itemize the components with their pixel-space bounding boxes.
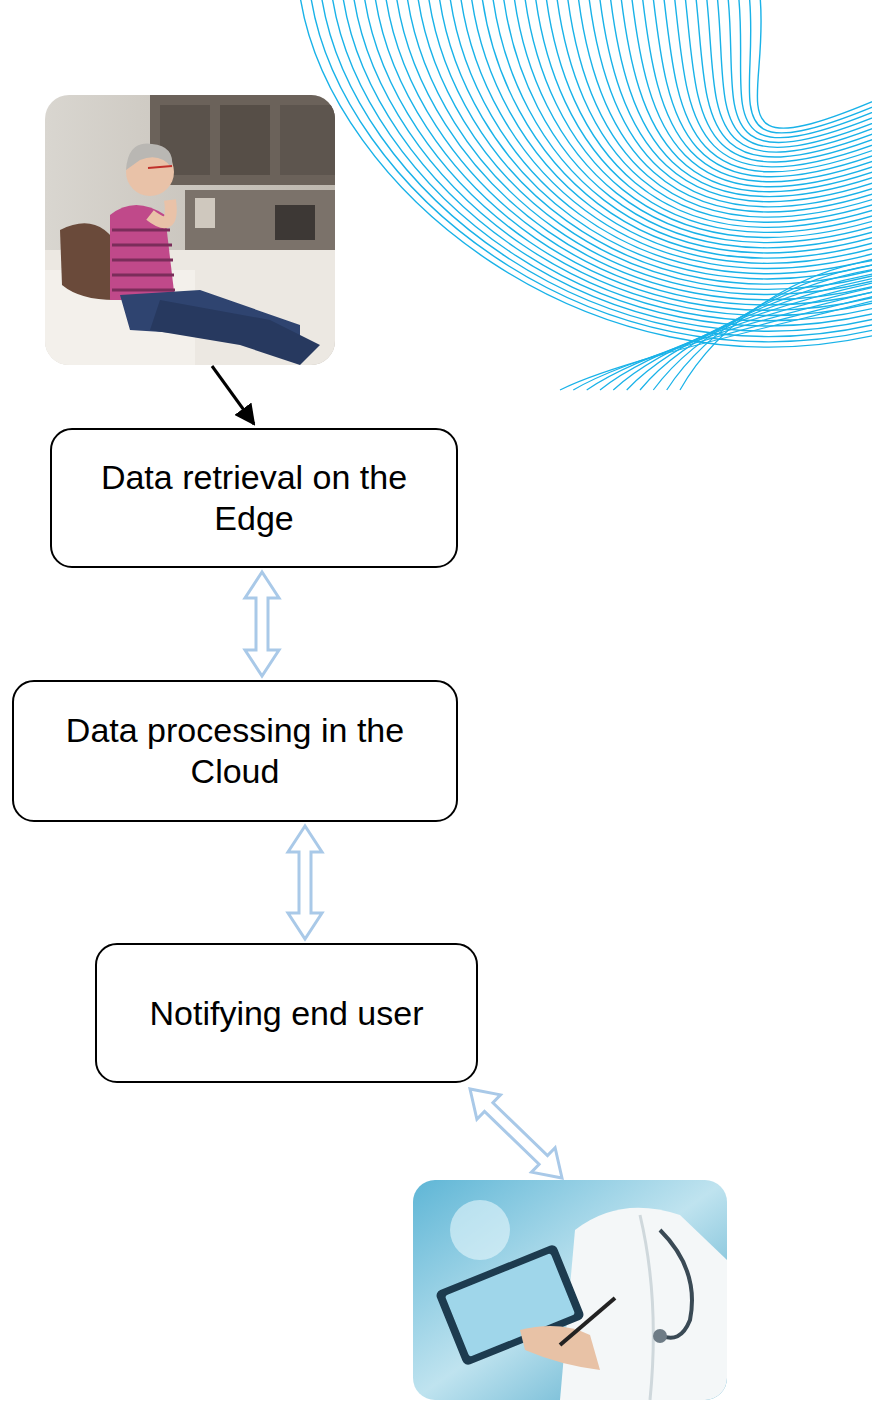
box-label: Data retrieval on the Edge	[66, 457, 442, 539]
wave-line	[321, 0, 872, 337]
wave-line	[717, 0, 872, 147]
wave-line	[627, 278, 872, 390]
wave-line	[343, 0, 872, 326]
wave-line	[418, 0, 872, 289]
wave-line	[696, 0, 872, 157]
wave-line	[386, 0, 872, 305]
wave-line	[493, 0, 872, 253]
wave-line	[728, 0, 872, 142]
wave-line	[364, 0, 872, 315]
wave-line	[621, 0, 872, 192]
leader-arrow	[212, 366, 254, 424]
wave-line	[589, 0, 872, 207]
process-box: Notifying end user	[95, 943, 478, 1083]
double-arrow	[288, 826, 322, 939]
wave-line	[560, 300, 872, 390]
doctor-photo	[413, 1180, 727, 1400]
wave-line	[482, 0, 872, 258]
process-box: Data processing in the Cloud	[12, 680, 458, 822]
double-arrow	[245, 572, 279, 676]
wave-line	[578, 0, 872, 212]
wave-line	[439, 0, 872, 279]
wave-line	[535, 0, 872, 232]
wave-line	[680, 260, 872, 390]
wave-line	[546, 0, 872, 227]
wave-line	[632, 0, 872, 187]
wave-line	[396, 0, 872, 300]
wave-line	[525, 0, 872, 237]
wave-line	[674, 0, 872, 167]
wave-line	[653, 0, 872, 177]
wave-line	[557, 0, 872, 222]
box-label: Notifying end user	[149, 993, 423, 1034]
layout-arrows	[470, 1089, 562, 1178]
process-box: Data retrieval on the Edge	[50, 428, 458, 568]
wave-line	[587, 291, 872, 390]
wave-line	[471, 0, 872, 263]
box-label: Data processing in the Cloud	[28, 710, 442, 792]
wave-lines	[300, 0, 872, 390]
wave-line	[600, 287, 872, 390]
wave-line	[757, 0, 872, 128]
wave-line	[667, 264, 872, 390]
wave-line	[739, 0, 872, 138]
wave-line	[567, 0, 872, 217]
wave-line	[573, 296, 872, 390]
double-arrow	[470, 1089, 562, 1178]
wave-line	[653, 269, 872, 390]
wave-line	[354, 0, 872, 321]
wave-line	[640, 273, 872, 390]
wave-line	[610, 0, 872, 197]
wave-line	[375, 0, 872, 310]
wave-line	[749, 0, 872, 133]
wave-line	[664, 0, 872, 172]
wave-line	[685, 0, 872, 162]
wave-line	[600, 0, 872, 202]
wave-line	[514, 0, 872, 243]
wave-line	[428, 0, 872, 284]
wave-line	[503, 0, 872, 248]
patient-photo	[45, 95, 335, 365]
wave-line	[461, 0, 872, 268]
wave-line	[613, 282, 872, 390]
wave-line	[407, 0, 872, 294]
wave-line	[450, 0, 872, 274]
wave-line	[642, 0, 872, 182]
wave-line	[707, 0, 872, 152]
wave-line	[332, 0, 872, 331]
